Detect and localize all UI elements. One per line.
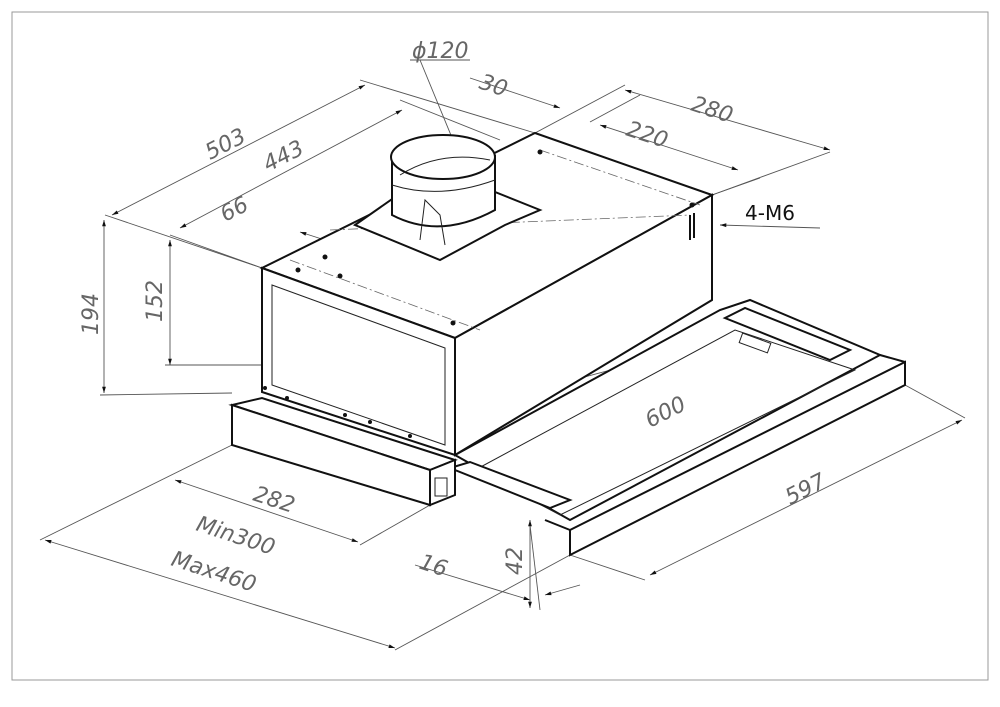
dim-depth-mount: 220 — [623, 117, 671, 154]
mounting-holes — [263, 149, 695, 438]
dim-extension-max: Max460 — [168, 547, 259, 598]
duct-collar — [352, 134, 543, 262]
dim-duct-diameter: ϕ120 — [412, 39, 469, 64]
dim-screw: 4-M6 — [745, 201, 795, 225]
dim-duct-offset: 30 — [476, 70, 510, 102]
drawing-border — [11, 11, 989, 681]
dim-depth-total: 280 — [688, 92, 736, 129]
dim-front-thickness: 16 — [416, 550, 450, 582]
drawer — [446, 298, 906, 557]
dim-drawer-front-width: 597 — [781, 469, 830, 510]
dim-width-mount: 443 — [259, 136, 308, 177]
dim-hole-offset: 66 — [216, 192, 252, 227]
dim-base-depth: 282 — [250, 482, 298, 519]
dim-front-height: 42 — [503, 547, 528, 575]
dim-height-body: 152 — [143, 280, 168, 322]
dim-width-total: 503 — [201, 124, 250, 165]
dim-extension-min: Min300 — [193, 512, 278, 561]
dim-height-total: 194 — [79, 293, 104, 335]
dimension-lines — [44, 59, 963, 649]
base-frame — [228, 396, 458, 507]
